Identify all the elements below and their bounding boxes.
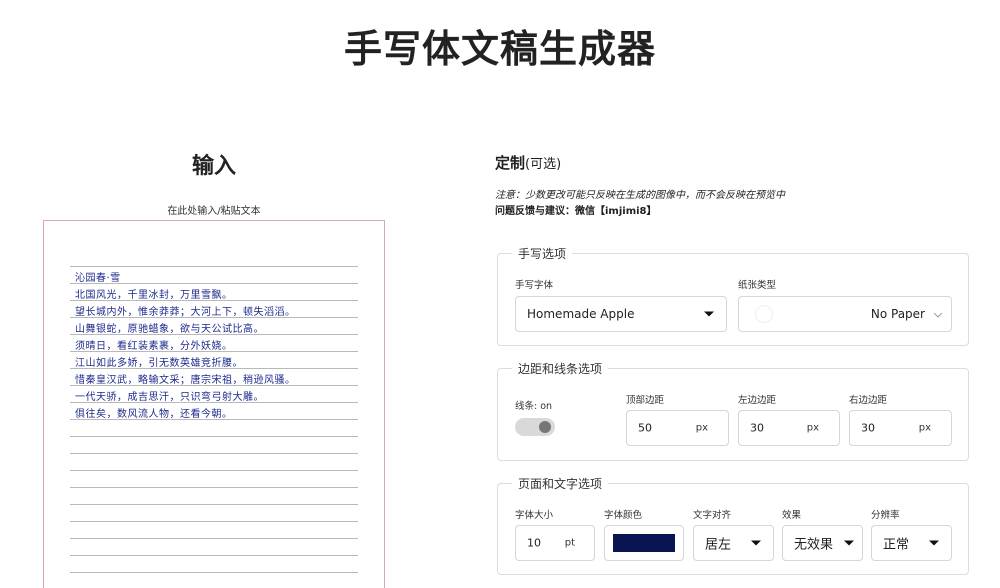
toggle-knob	[539, 421, 551, 433]
input-section-title: 输入	[191, 154, 236, 179]
input-hint: 在此处输入/粘贴文本	[167, 206, 261, 217]
right-margin-value: 30	[861, 421, 875, 435]
ruled-line	[70, 504, 358, 505]
customization-header: 定制(可选)	[495, 152, 561, 173]
app-title: 手写体文稿生成器	[343, 27, 656, 71]
effect-label: 效果	[782, 510, 802, 521]
page-text-options-group: 页面和文字选项 字体大小 10 pt 字体颜色 文字对齐 居左 效果 无效果 分…	[497, 475, 969, 575]
preview-notice: 注意：少数更改可能只反映在生成的图像中，而不会反映在预览中	[495, 190, 785, 201]
resolution-label: 分辨率	[871, 510, 900, 521]
paper-select-value: No Paper	[870, 307, 925, 321]
top-margin-value: 50	[638, 421, 652, 435]
font-size-input[interactable]: 10 pt	[515, 525, 595, 561]
top-margin-label: 顶部边距	[626, 395, 665, 406]
lines-label: 线条: on	[515, 401, 553, 412]
resolution-select[interactable]: 正常	[871, 525, 952, 561]
handwritten-line: 一代天骄，成吉思汗，只识弯弓射大雕。	[75, 392, 264, 403]
handwritten-line: 惜秦皇汉武，略输文采；唐宗宋祖，稍逊风骚。	[75, 375, 296, 386]
right-margin-input[interactable]: 30 px	[849, 410, 952, 446]
font-select-value: Homemade Apple	[527, 307, 635, 321]
effect-value: 无效果	[794, 537, 834, 553]
ruled-line	[70, 317, 358, 318]
handwritten-line: 江山如此多娇，引无数英雄竞折腰。	[75, 358, 243, 369]
ruled-line	[70, 453, 358, 454]
handwritten-line: 望长城内外，惟余莽莽；大河上下，顿失滔滔。	[75, 307, 296, 318]
right-margin-label: 右边边距	[849, 395, 888, 406]
ruled-line	[70, 487, 358, 488]
handwritten-line: 俱往矣，数风流人物，还看今朝。	[75, 409, 233, 420]
font-select[interactable]: Homemade Apple	[515, 296, 727, 332]
handwriting-paper-editor[interactable]: 沁园春·雪 北国风光，千里冰封，万里雪飘。 望长城内外，惟余莽莽；大河上下，顿失…	[43, 220, 385, 588]
handwritten-line: 山舞银蛇，原驰蜡象，欲与天公试比高。	[75, 324, 264, 335]
page-text-options-legend: 页面和文字选项	[512, 475, 609, 492]
font-size-unit: pt	[564, 537, 575, 549]
ruled-line	[70, 300, 358, 301]
paper-select[interactable]: No Paper	[738, 296, 952, 332]
ruled-line	[70, 436, 358, 437]
ruled-line	[70, 368, 358, 369]
paper-preview-icon	[755, 305, 773, 323]
ruled-line	[70, 402, 358, 403]
feedback-info: 问题反馈与建议：微信【imjimi8】	[495, 206, 657, 217]
text-align-select[interactable]: 居左	[693, 525, 774, 561]
margin-options-legend: 边距和线条选项	[512, 360, 609, 377]
margin-options-group: 边距和线条选项 线条: on 顶部边距 50 px 左边边距 30 px 右边边…	[497, 360, 969, 461]
handwriting-options-group: 手写选项 手写字体 Homemade Apple 纸张类型 No Paper	[497, 245, 969, 346]
left-margin-input[interactable]: 30 px	[738, 410, 840, 446]
font-color-label: 字体颜色	[604, 510, 643, 521]
customization-title: 定制	[495, 154, 526, 172]
handwritten-line: 沁园春·雪	[75, 273, 121, 284]
ruled-line	[70, 521, 358, 522]
handwritten-line: 须晴日，看红装素裹，分外妖娆。	[75, 341, 233, 352]
caret-down-icon	[844, 540, 854, 546]
ruled-line	[70, 470, 358, 471]
chevron-down-icon	[933, 309, 943, 318]
ruled-line	[70, 266, 358, 267]
caret-down-icon	[929, 540, 939, 546]
ruled-line	[70, 283, 358, 284]
ruled-line	[70, 351, 358, 352]
ruled-line	[70, 385, 358, 386]
top-margin-input[interactable]: 50 px	[626, 410, 729, 446]
caret-down-icon	[751, 540, 761, 546]
effect-select[interactable]: 无效果	[782, 525, 863, 561]
paper-label: 纸张类型	[738, 280, 777, 291]
customization-optional: (可选)	[525, 157, 562, 172]
resolution-value: 正常	[883, 537, 910, 553]
left-margin-label: 左边边距	[738, 395, 777, 406]
caret-down-icon	[704, 311, 714, 317]
font-label: 手写字体	[515, 280, 554, 291]
color-swatch	[613, 534, 675, 552]
left-margin-value: 30	[750, 421, 764, 435]
left-margin-unit: px	[806, 422, 819, 434]
ruled-line	[70, 334, 358, 335]
ruled-line	[70, 572, 358, 573]
text-align-value: 居左	[705, 537, 732, 553]
handwritten-line: 北国风光，千里冰封，万里雪飘。	[75, 290, 233, 301]
ruled-line	[70, 555, 358, 556]
handwriting-options-legend: 手写选项	[512, 245, 573, 262]
font-color-picker[interactable]	[604, 525, 684, 561]
ruled-line	[70, 419, 358, 420]
font-size-value: 10	[527, 536, 541, 550]
lines-toggle[interactable]	[515, 418, 555, 436]
right-margin-unit: px	[918, 422, 931, 434]
ruled-line	[70, 538, 358, 539]
font-size-label: 字体大小	[515, 510, 554, 521]
top-margin-unit: px	[695, 422, 708, 434]
text-align-label: 文字对齐	[693, 510, 732, 521]
